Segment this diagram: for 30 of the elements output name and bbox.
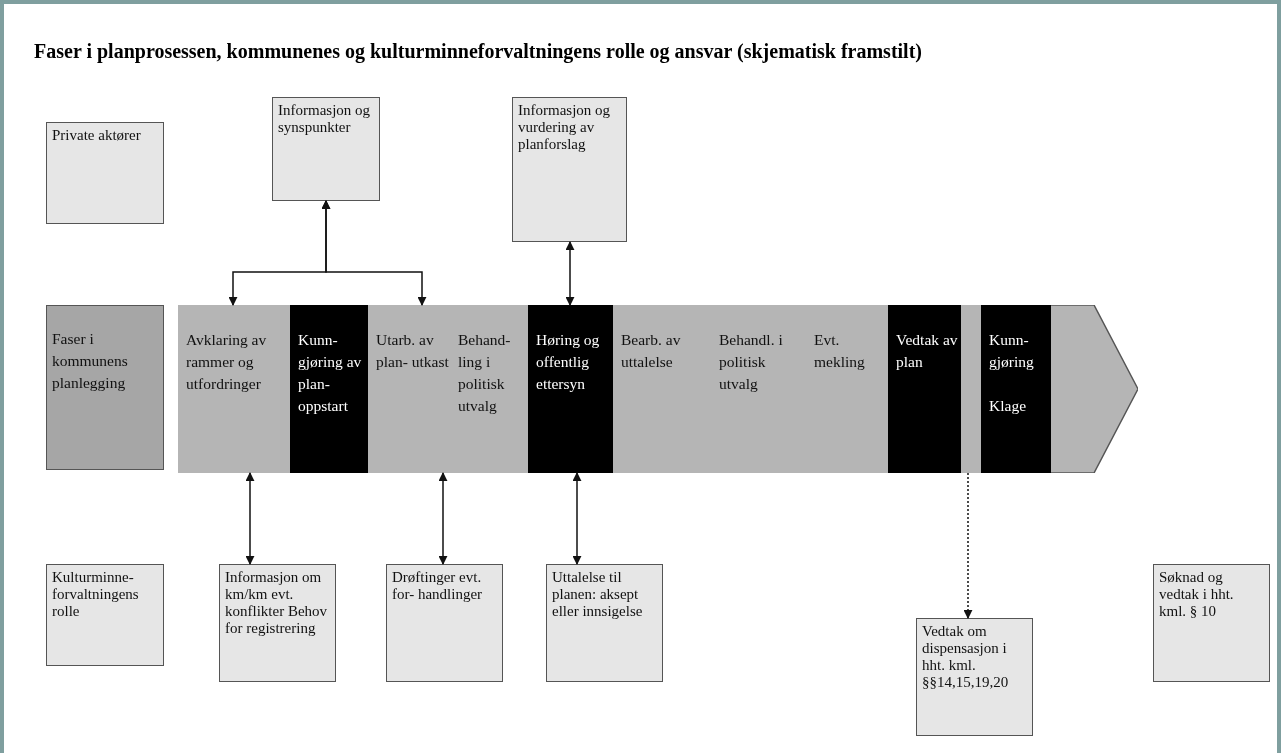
note-box: Informasjon om km/km evt. konflikter Behov for registrering [219,564,336,682]
note-box: Vedtak om dispensasjon i hht. kml. §§14,15,19,20 [916,618,1033,736]
double-arrow [245,472,255,565]
phase-segment: Utarb. av plan- utkast [368,305,450,473]
phase-segment: Behandl. i politisk utvalg [711,305,806,473]
phase-segment: Bearb. av uttalelse [613,305,711,473]
note-box: Uttalelse til planen: aksept eller innsigelse [546,564,663,682]
phase-segment: Avklaring av rammer og utfordringer [178,305,290,473]
double-arrow [321,200,427,306]
segment-text: Klage [989,396,1027,416]
note-box: Søknad og vedtak i hht. kml. § 10 [1153,564,1270,682]
note-box: Kulturminne- forvaltningens rolle [46,564,164,666]
phase-segment [981,305,1051,473]
dashed-arrow [963,472,973,619]
blank-segment [961,305,981,473]
double-arrow [572,472,582,565]
note-box: Private aktører [46,122,164,224]
diagram-title: Faser i planprosessen, kommunenes og kulturminneforvaltningens rolle og ansvar (skjematisk framstilt) [34,40,922,63]
phase-segment: Evt. mekling [806,305,888,473]
phase-segment: Kunn- gjøring av plan- oppstart [290,305,368,473]
phase-segment: Høring og offentlig ettersyn [528,305,613,473]
phase-segment: Vedtak av plan [888,305,961,473]
note-box: Informasjon og synspunkter [272,97,380,201]
segment-text: Kunn- gjøring [989,330,1035,372]
double-arrow [438,472,448,565]
phase-segment: Behand- ling i politisk utvalg [450,305,528,473]
note-box: Informasjon og vurdering av planforslag [512,97,627,242]
double-arrow [565,241,575,306]
row-heading-box: Faser i kommunens planlegging [46,305,164,470]
note-box: Drøftinger evt. for- handlinger [386,564,503,682]
